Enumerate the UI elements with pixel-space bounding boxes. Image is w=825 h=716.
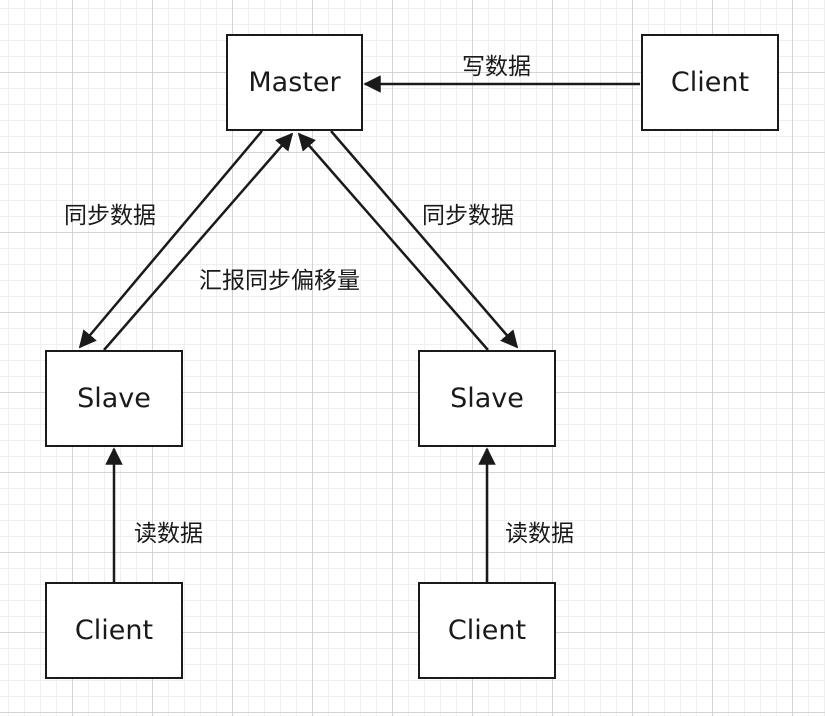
edge-master-to-slave-left-sync bbox=[78, 130, 263, 349]
write-data-label: 写数据 bbox=[462, 54, 531, 80]
sync-data-left-label: 同步数据 bbox=[64, 203, 156, 229]
slave-left-node[interactable]: Slave bbox=[45, 350, 183, 447]
client-left-node-label: Client bbox=[74, 615, 154, 646]
report-offset-label: 汇报同步偏移量 bbox=[199, 268, 360, 294]
client-top-node-label: Client bbox=[670, 67, 750, 98]
sync-data-right-label: 同步数据 bbox=[422, 203, 514, 229]
read-data-right-label: 读数据 bbox=[505, 521, 574, 547]
master-node[interactable]: Master bbox=[226, 34, 363, 131]
edge-slave-left-to-master-report bbox=[103, 132, 294, 351]
client-left-node[interactable]: Client bbox=[45, 582, 183, 679]
read-data-left-label: 读数据 bbox=[134, 521, 203, 547]
client-right-node-label: Client bbox=[447, 615, 527, 646]
slave-right-node[interactable]: Slave bbox=[418, 350, 556, 447]
edge-slave-right-to-master-report bbox=[297, 132, 489, 351]
edge-master-to-slave-right-sync bbox=[330, 130, 519, 349]
client-right-node[interactable]: Client bbox=[418, 582, 556, 679]
slave-right-node-label: Slave bbox=[450, 383, 524, 414]
master-node-label: Master bbox=[248, 67, 341, 98]
client-top-node[interactable]: Client bbox=[641, 34, 779, 131]
slave-left-node-label: Slave bbox=[77, 383, 151, 414]
